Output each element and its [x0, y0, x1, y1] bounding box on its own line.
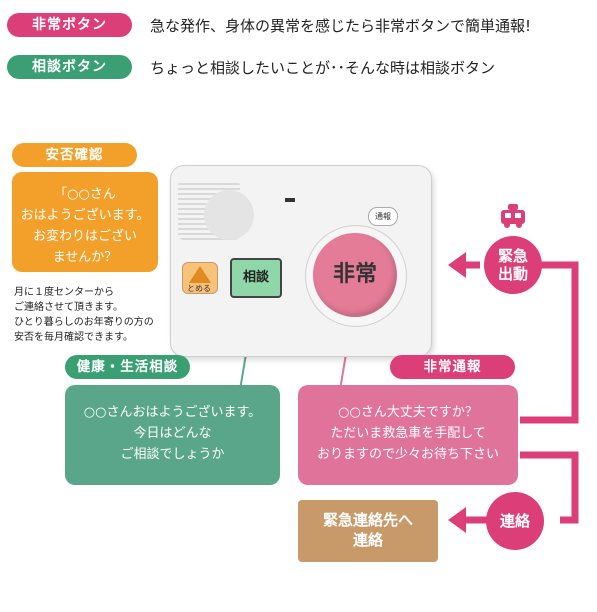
stop-button-label: とめる — [187, 284, 211, 293]
note-line: 安否を毎月確認できます。 — [14, 332, 133, 343]
bubble-line: ご相談でしょうか — [120, 447, 225, 462]
dispatch-line: 出動 — [497, 265, 528, 283]
speaker — [204, 190, 254, 240]
note-line: ひとり暮らしのお年寄りの方の — [14, 317, 154, 328]
emergency-report-tag: 非常通報 — [390, 355, 515, 379]
dispatch-line: 緊急 — [497, 247, 528, 265]
safety-check-tag: 安否確認 — [12, 143, 137, 167]
stop-button[interactable] — [182, 262, 218, 294]
health-consult-bubble: ○○さんおはようございます。 今日はどんな ご相談でしょうか — [65, 385, 280, 485]
safety-check-bubble: 「○○さん おはようございます。 お変わりはござい ませんか？ — [12, 172, 158, 272]
contact-circle-label: 連絡 — [499, 512, 530, 530]
bubble-line: ませんか？ — [52, 250, 118, 265]
emergency-button[interactable]: 非常 — [313, 233, 397, 317]
warning-icon — [189, 266, 211, 283]
contact-circle: 連絡 — [486, 492, 544, 550]
dispatch-circle: 緊急 出動 — [484, 236, 542, 294]
bubble-line: お変わりはござい — [32, 229, 137, 244]
contact-box-line: 緊急連絡先へ — [322, 511, 413, 529]
emergency-button-description: 急な発作、身体の異常を感じたら非常ボタンで簡単通報! — [150, 17, 532, 35]
bubble-line: ○○さんおはようございます。 — [83, 405, 262, 420]
health-consult-tag: 健康・生活相談 — [65, 355, 190, 379]
bubble-line: おはようございます。 — [20, 208, 150, 223]
bubble-line: ただいま救急車を手配して — [330, 426, 486, 441]
consult-button-legend: 相談ボタン — [7, 55, 132, 79]
consult-button[interactable]: 相談 — [230, 258, 282, 298]
indicator-light — [285, 198, 295, 202]
bubble-line: おりますので少々お待ち下さい — [316, 447, 499, 462]
note-line: ご連絡させて頂きます。 — [14, 302, 123, 313]
emergency-report-bubble: ○○さん大丈夫ですか？ ただいま救急車を手配して おりますので少々お待ち下さい — [298, 385, 518, 485]
contact-box-line: 連絡 — [352, 531, 383, 549]
ambulance-icon — [501, 204, 525, 228]
emergency-contact-box: 緊急連絡先へ 連絡 — [298, 500, 438, 562]
note-line: 月に１度センターから — [14, 287, 114, 298]
bubble-line: 今日はどんな — [133, 426, 212, 441]
safety-check-note: 月に１度センターから ご連絡させて頂きます。 ひとり暮らしのお年寄りの方の 安否… — [14, 285, 154, 345]
emergency-button-legend: 非常ボタン — [7, 13, 132, 37]
consult-button-description: ちょっと相談したいことが･･そんな時は相談ボタン — [150, 59, 496, 77]
bubble-line: 「○○さん — [54, 187, 116, 202]
bubble-line: ○○さん大丈夫ですか？ — [338, 405, 478, 420]
small-report-button[interactable]: 通報 — [368, 207, 398, 226]
